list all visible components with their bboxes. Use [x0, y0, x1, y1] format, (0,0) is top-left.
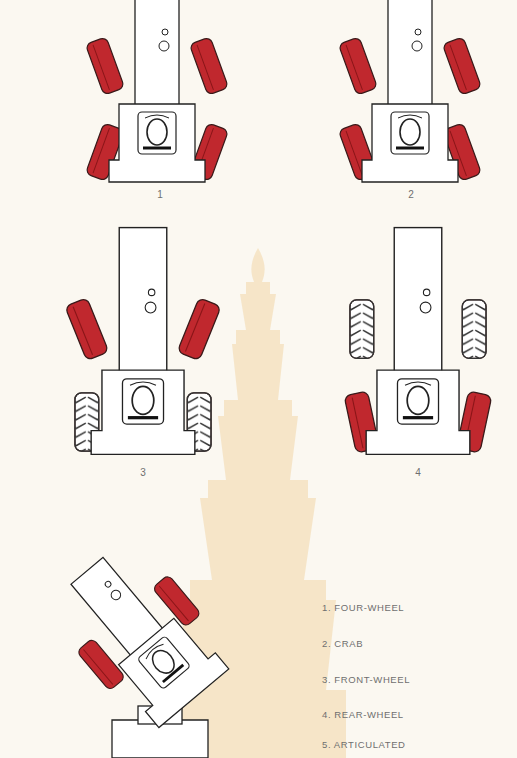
fixed-wheel [350, 300, 374, 358]
callout-number: 2 [408, 190, 414, 200]
mode-name: 4. REAR-WHEEL [322, 710, 404, 720]
telehandler [338, 0, 481, 182]
boom [394, 228, 442, 381]
mode-name: 5. ARTICULATED [322, 740, 406, 750]
steered-wheel [189, 37, 228, 95]
callout-number: 1 [157, 190, 163, 200]
steered-wheel [177, 298, 221, 361]
cab [91, 370, 195, 454]
telehandler [85, 0, 228, 182]
steered-wheel [152, 575, 201, 628]
mode-name: 3. FRONT-WHEEL [322, 675, 410, 685]
callout-number: 4 [415, 468, 421, 478]
steered-wheel [85, 37, 124, 95]
mode-name: 1. FOUR-WHEEL [322, 603, 404, 613]
cab [362, 104, 458, 182]
telehandler [65, 228, 221, 455]
mode-name: 2. CRAB [322, 639, 363, 649]
telehandler-articulated [41, 532, 240, 736]
cab [111, 612, 228, 727]
telehandler [344, 228, 492, 455]
boom [388, 0, 432, 114]
boom [119, 228, 167, 381]
fixed-wheel [462, 300, 486, 358]
cab [109, 104, 205, 182]
boom [135, 0, 179, 114]
steered-wheel [65, 298, 109, 361]
steered-wheel [338, 37, 377, 95]
steered-wheel [442, 37, 481, 95]
callout-number: 3 [140, 468, 146, 478]
cab [366, 370, 470, 454]
